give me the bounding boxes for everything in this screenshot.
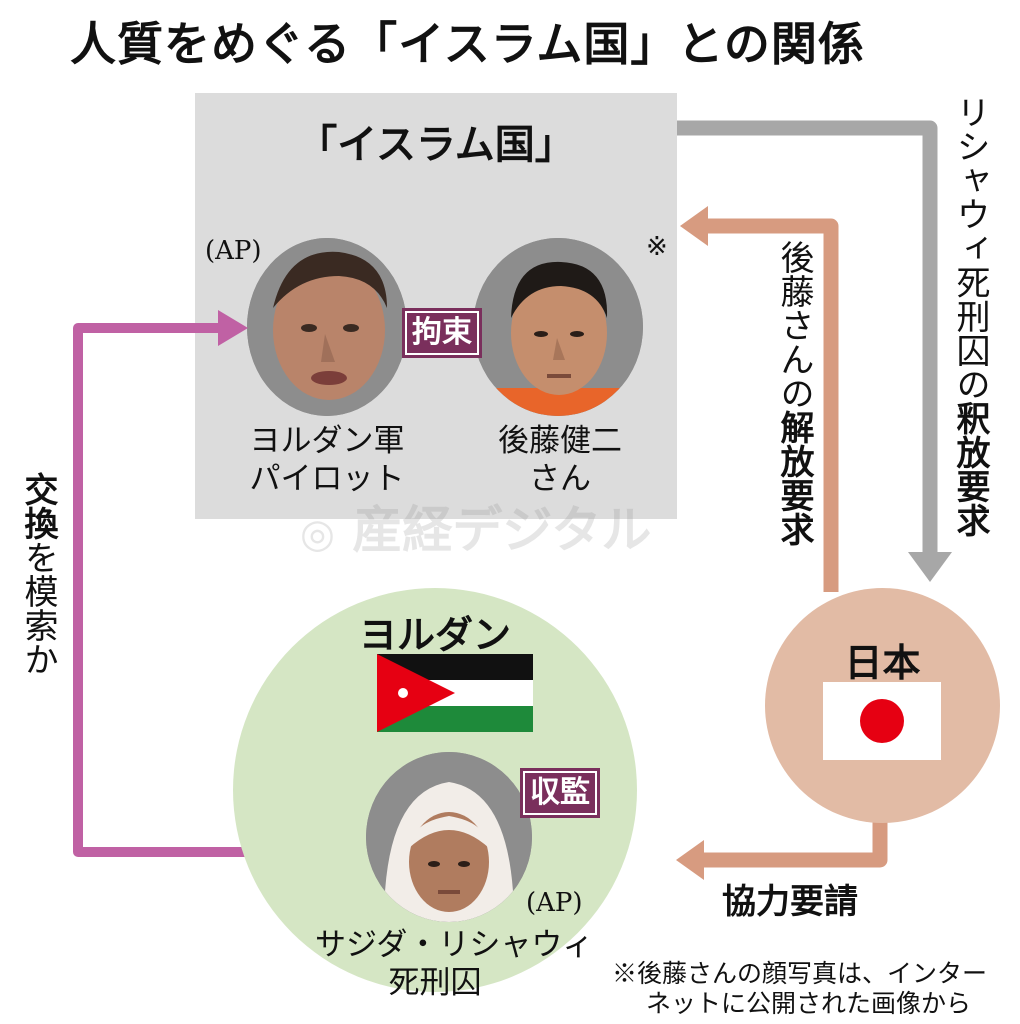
freedom-demand-label: リシャウィ死刑囚の釈放要求 — [950, 95, 990, 537]
prisoner-label-line2: 死刑囚 — [388, 965, 482, 1001]
prisoner-face-icon — [366, 752, 532, 922]
jordan-badge-text: 収監 — [523, 771, 597, 815]
arrow-freedom-demand-head — [908, 552, 952, 582]
watermark-icon: ◎ — [300, 511, 335, 557]
arrow-freedom-demand — [677, 120, 938, 558]
watermark: ◎ 産経デジタル — [300, 501, 652, 559]
pilot-credit: (AP) — [205, 236, 262, 266]
isis-badge-text: 拘束 — [405, 311, 479, 355]
pilot-face-icon — [247, 238, 407, 416]
goto-photo — [473, 238, 643, 416]
jordan-label: ヨルダン — [358, 613, 511, 657]
pilot-photo — [247, 238, 407, 416]
exchange-label: 交換を模索か — [18, 472, 58, 676]
footnote-line2: ネットに公開された画像から — [646, 989, 972, 1018]
arrow-cooperation-head — [676, 840, 704, 880]
arrow-release-demand — [704, 218, 839, 592]
goto-label-line2: さん — [529, 461, 591, 497]
jordan-flag-icon — [377, 654, 533, 732]
arrow-release-demand-head — [680, 206, 708, 246]
arrow-exchange-head-top — [218, 310, 248, 346]
japan-flag-icon — [823, 682, 941, 760]
isis-label: 「イスラム国」 — [297, 122, 575, 168]
cooperation-label: 協力要請 — [722, 882, 858, 922]
release-demand-label: 後藤さんの解放要求 — [774, 240, 814, 546]
page-title: 人質をめぐる「イスラム国」との関係 — [70, 17, 865, 71]
arrow-exchange — [73, 323, 318, 857]
jordan-badge: 収監 — [520, 768, 600, 818]
goto-mark: ※ — [646, 232, 668, 262]
prisoner-photo — [366, 752, 532, 922]
goto-face-icon — [473, 238, 643, 416]
pilot-label-line1: ヨルダン軍 — [249, 423, 405, 459]
footnote-line1: ※後藤さんの顔写真は、インター — [612, 959, 988, 988]
japan-label: 日本 — [844, 641, 921, 685]
prisoner-label-line1: サジダ・リシャウィ — [315, 927, 594, 963]
prisoner-credit: (AP) — [526, 888, 583, 918]
goto-label-line1: 後藤健二 — [498, 423, 622, 459]
pilot-label-line2: パイロット — [249, 461, 405, 497]
isis-badge: 拘束 — [402, 308, 482, 358]
arrow-cooperation — [700, 810, 888, 868]
